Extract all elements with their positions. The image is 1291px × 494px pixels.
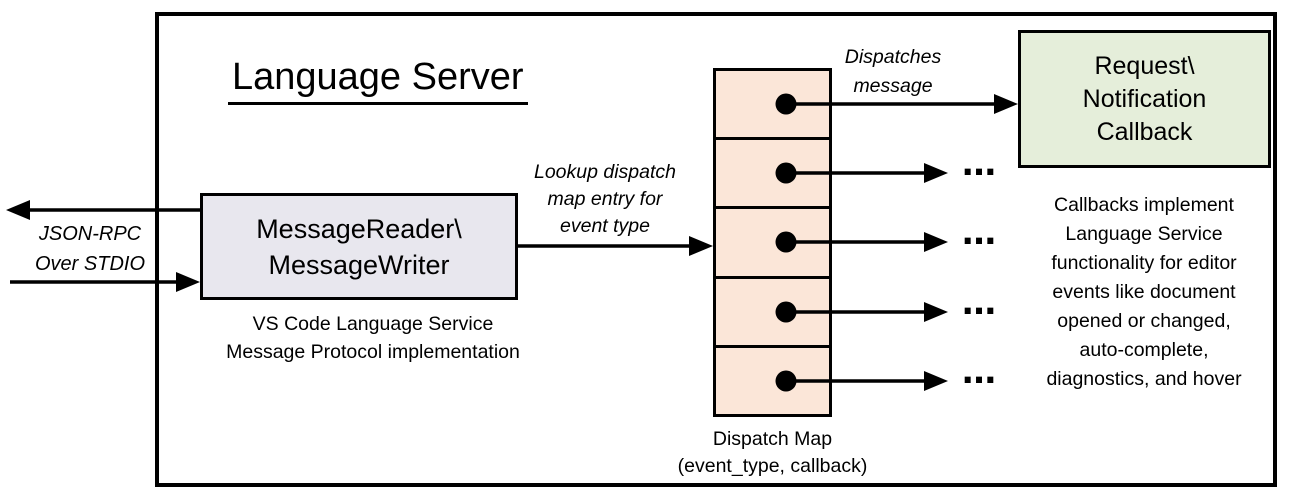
dispatches-message-label: Dispatches message xyxy=(820,43,966,101)
dispatch-map-label: Dispatch Map (event_type, callback) xyxy=(655,426,890,480)
dispatch-map-cell xyxy=(716,209,829,279)
ellipsis-icon: … xyxy=(962,213,997,253)
callbacks-note-line: Callbacks implement xyxy=(1054,194,1234,216)
callbacks-note-line: events like document xyxy=(1052,281,1236,303)
io-label: JSON-RPC Over STDIO xyxy=(18,219,162,279)
ellipsis-icon: … xyxy=(962,144,997,184)
dispatch-map-cell xyxy=(716,347,829,415)
io-label-line2: Over STDIO xyxy=(34,253,145,275)
callbacks-note: Callbacks implement Language Service fun… xyxy=(1006,191,1282,394)
dispatch-map-cell xyxy=(716,278,829,348)
io-label-line1: JSON-RPC xyxy=(38,223,142,245)
dispatches-label-line2: message xyxy=(853,75,933,97)
lookup-label-line1: Lookup dispatch xyxy=(533,161,677,183)
ellipsis-icon: … xyxy=(962,283,997,323)
callbacks-note-line: diagnostics, and hover xyxy=(1046,368,1242,390)
language-server-container xyxy=(155,12,1277,487)
dispatch-map-label-line2: (event_type, callback) xyxy=(677,455,868,477)
message-box-line1: MessageReader\ xyxy=(256,213,462,244)
callbacks-note-line: auto-complete, xyxy=(1079,339,1209,361)
lookup-label: Lookup dispatch map entry for event type xyxy=(510,159,700,240)
ellipsis-icon: … xyxy=(962,352,997,392)
dispatch-map-table xyxy=(713,68,832,417)
message-readerwriter-box: MessageReader\ MessageWriter xyxy=(200,193,518,300)
callbacks-note-line: functionality for editor xyxy=(1051,252,1237,274)
callbacks-note-line: opened or changed, xyxy=(1057,310,1231,332)
callback-box-line1: Request\ xyxy=(1094,51,1195,80)
message-caption-line2: Message Protocol implementation xyxy=(226,341,520,363)
diagram-title: Language Server xyxy=(228,56,528,105)
dispatch-map-label-line1: Dispatch Map xyxy=(712,428,833,450)
message-box-line2: MessageWriter xyxy=(268,249,450,280)
lookup-label-line2: map entry for xyxy=(547,188,663,210)
callback-box-line3: Callback xyxy=(1096,117,1193,146)
message-caption-line1: VS Code Language Service xyxy=(252,313,494,335)
dispatch-map-cell xyxy=(716,71,829,141)
callbacks-note-line: Language Service xyxy=(1065,223,1223,245)
dispatches-label-line1: Dispatches xyxy=(844,46,942,68)
message-box-caption: VS Code Language Service Message Protoco… xyxy=(206,310,540,366)
lookup-label-line3: event type xyxy=(560,215,650,237)
callback-box: Request\ Notification Callback xyxy=(1018,30,1271,168)
callback-box-line2: Notification xyxy=(1082,84,1207,113)
dispatch-map-cell xyxy=(716,140,829,210)
